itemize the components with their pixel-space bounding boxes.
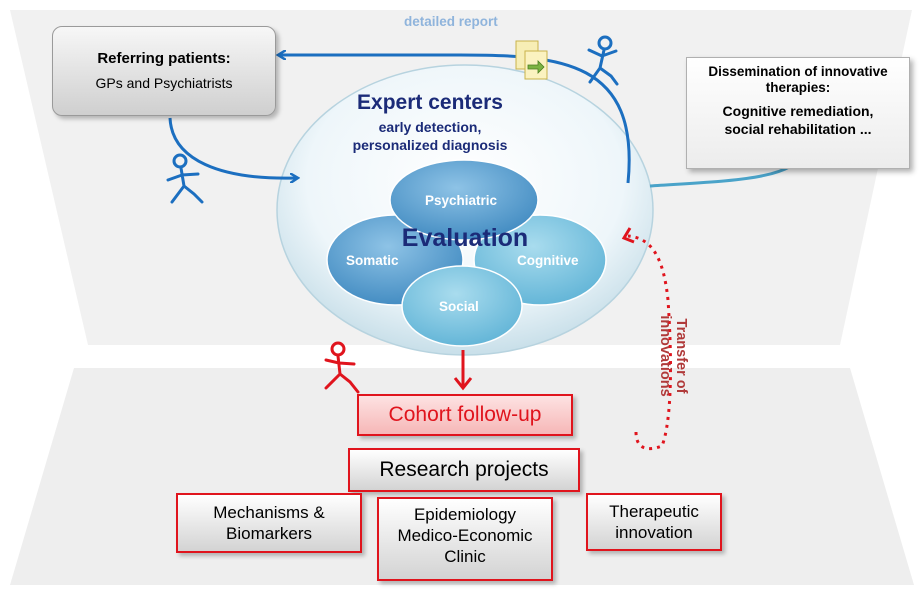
social-label: Social [439, 299, 479, 314]
somatic-label: Somatic [346, 253, 399, 268]
report-arrow [280, 55, 631, 184]
transfer-label-line: Transfer of [673, 318, 689, 394]
expert-subtitle-line: early detection, [378, 119, 482, 135]
detailed-report-label: detailed report [404, 14, 498, 29]
transfer-label-line: innovations [657, 315, 673, 397]
dissemination-title-line: Dissemination of innovative [708, 64, 888, 79]
dissemination-subtitle-line: social rehabilitation ... [724, 121, 872, 137]
evaluation-label: Evaluation [401, 224, 529, 252]
referring-subtitle: GPs and Psychiatrists [95, 75, 233, 91]
research-projects-box: Research projects [348, 448, 580, 492]
therapeutic-line: Therapeutic [609, 502, 699, 521]
running-person-icon [324, 341, 360, 394]
cohort-arrow-head [453, 377, 473, 391]
cognitive-label: Cognitive [517, 253, 579, 268]
epidemiology-box: Epidemiology Medico-Economic Clinic [377, 497, 553, 581]
expert-centers-title: Expert centers [357, 91, 503, 114]
dissemination-title-line: therapies: [765, 80, 831, 95]
dissemination-subtitle: Cognitive remediation, social rehabilita… [687, 102, 909, 138]
mechanisms-biomarkers-box: Mechanisms & Biomarkers [176, 493, 362, 553]
referring-patients-box: Referring patients: GPs and Psychiatrist… [52, 26, 276, 116]
expert-subtitle-line: personalized diagnosis [352, 137, 508, 153]
document-transfer-icon [515, 40, 548, 80]
social-bubble [401, 265, 523, 347]
therapeutic-innovation-box: Therapeutic innovation [586, 493, 722, 551]
referral-arrow [168, 117, 296, 178]
dissemination-box: Dissemination of innovative therapies: C… [686, 57, 910, 169]
referring-title: Referring patients: [97, 50, 231, 67]
mechanisms-line: Mechanisms & [213, 503, 325, 522]
transfer-label-text: Transfer of innovations [657, 300, 689, 412]
psychiatric-bubble [389, 159, 539, 241]
epidemiology-line: Epidemiology [413, 505, 517, 524]
psychiatric-label: Psychiatric [425, 193, 498, 208]
therapeutic-line: innovation [615, 523, 693, 542]
running-person-icon [587, 35, 619, 86]
epidemiology-line: Clinic [444, 547, 486, 566]
mechanisms-line: Biomarkers [226, 524, 312, 543]
cohort-follow-up-box: Cohort follow-up [357, 394, 573, 436]
running-person-icon [166, 153, 204, 204]
expert-centers-subtitle: early detection, personalized diagnosis [300, 118, 560, 154]
transfer-arrow-head [621, 227, 635, 244]
dissemination-title: Dissemination of innovative therapies: [687, 64, 909, 96]
dissemination-subtitle-line: Cognitive remediation, [722, 103, 874, 119]
epidemiology-line: Medico-Economic [397, 526, 533, 545]
